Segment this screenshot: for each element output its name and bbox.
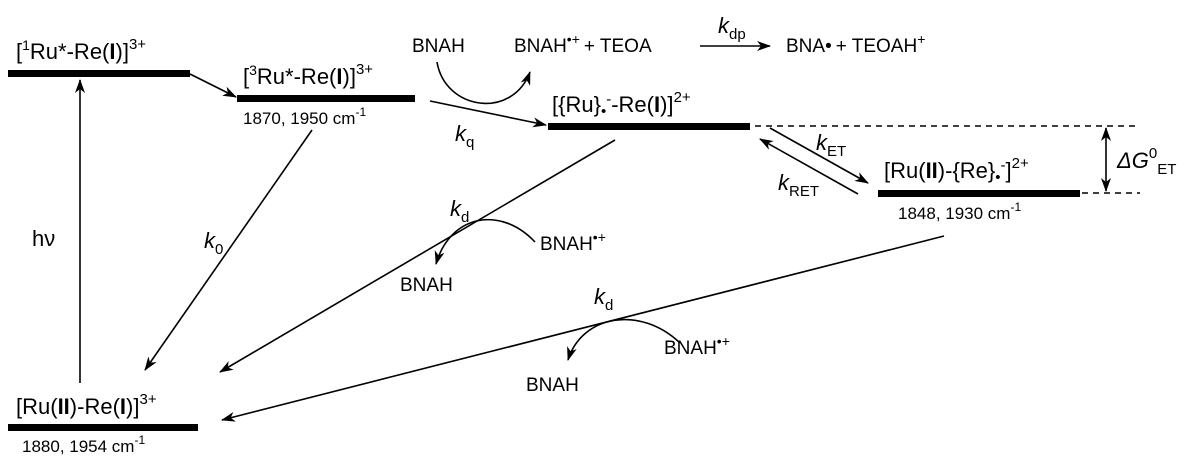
level-reduced-ru-bar: [548, 123, 750, 130]
species-bna-teoah: BNA•+ TEOAH+: [786, 31, 925, 57]
species-bnah-1: BNAH: [400, 275, 453, 296]
label-k0: k0: [204, 228, 223, 258]
species-bnah-cation-teoa: BNAH•++ TEOA: [514, 31, 652, 57]
ir-reduced-re: 1848, 1930 cm-1: [898, 200, 1021, 223]
label-reduced-ru: [{Ru}•--Re(I)]2+: [552, 89, 691, 120]
label-hv: hν: [32, 226, 55, 251]
kq-quench-arrow: [429, 100, 547, 128]
species-bnah-cation-2: BNAH•+: [664, 333, 730, 359]
ir-ground: 1880, 1954 cm-1: [22, 433, 145, 456]
label-kd-1: kd: [450, 196, 469, 226]
kd-decay-arrow-1: [219, 139, 616, 373]
kret-arrow: [759, 138, 859, 195]
ir-ru-triplet: 1870, 1950 cm-1: [243, 105, 366, 128]
label-reduced-re: [Ru(II)-{Re}•-]2+: [884, 155, 1029, 186]
label-kdp: kdp: [718, 13, 746, 43]
ket-arrow: [769, 127, 869, 184]
kd-decay-arrow-2: [221, 235, 945, 422]
label-ground: [Ru(II)-Re(I)]3+: [16, 391, 157, 419]
species-bnah-cation-1: BNAH•+: [540, 229, 606, 255]
level-ground-bar: [8, 424, 198, 431]
label-delta-g: ΔG0ET: [1116, 145, 1176, 178]
species-bnah-2: BNAH: [526, 375, 579, 396]
bnah-regeneration-curve-1: [434, 218, 536, 265]
label-kq: kq: [455, 121, 474, 151]
label-kd-2: kd: [594, 284, 613, 314]
k0-decay-arrow: [144, 129, 313, 371]
label-kret: kRET: [778, 170, 819, 200]
level-ru-triplet-bar: [237, 95, 415, 102]
bnah-oxidation-curve: [436, 61, 531, 105]
label-ru-singlet: [1Ru*-Re(I)]3+: [16, 36, 146, 64]
level-reduced-re-bar: [878, 190, 1080, 197]
bnah-regeneration-curve-2: [567, 318, 681, 361]
isc-arrow: [189, 73, 237, 98]
label-ket: kET: [816, 130, 846, 160]
label-ru-triplet: [3Ru*-Re(I)]3+: [243, 61, 373, 89]
species-bnah-top: BNAH: [412, 36, 465, 57]
level-ru-singlet-bar: [8, 70, 190, 77]
